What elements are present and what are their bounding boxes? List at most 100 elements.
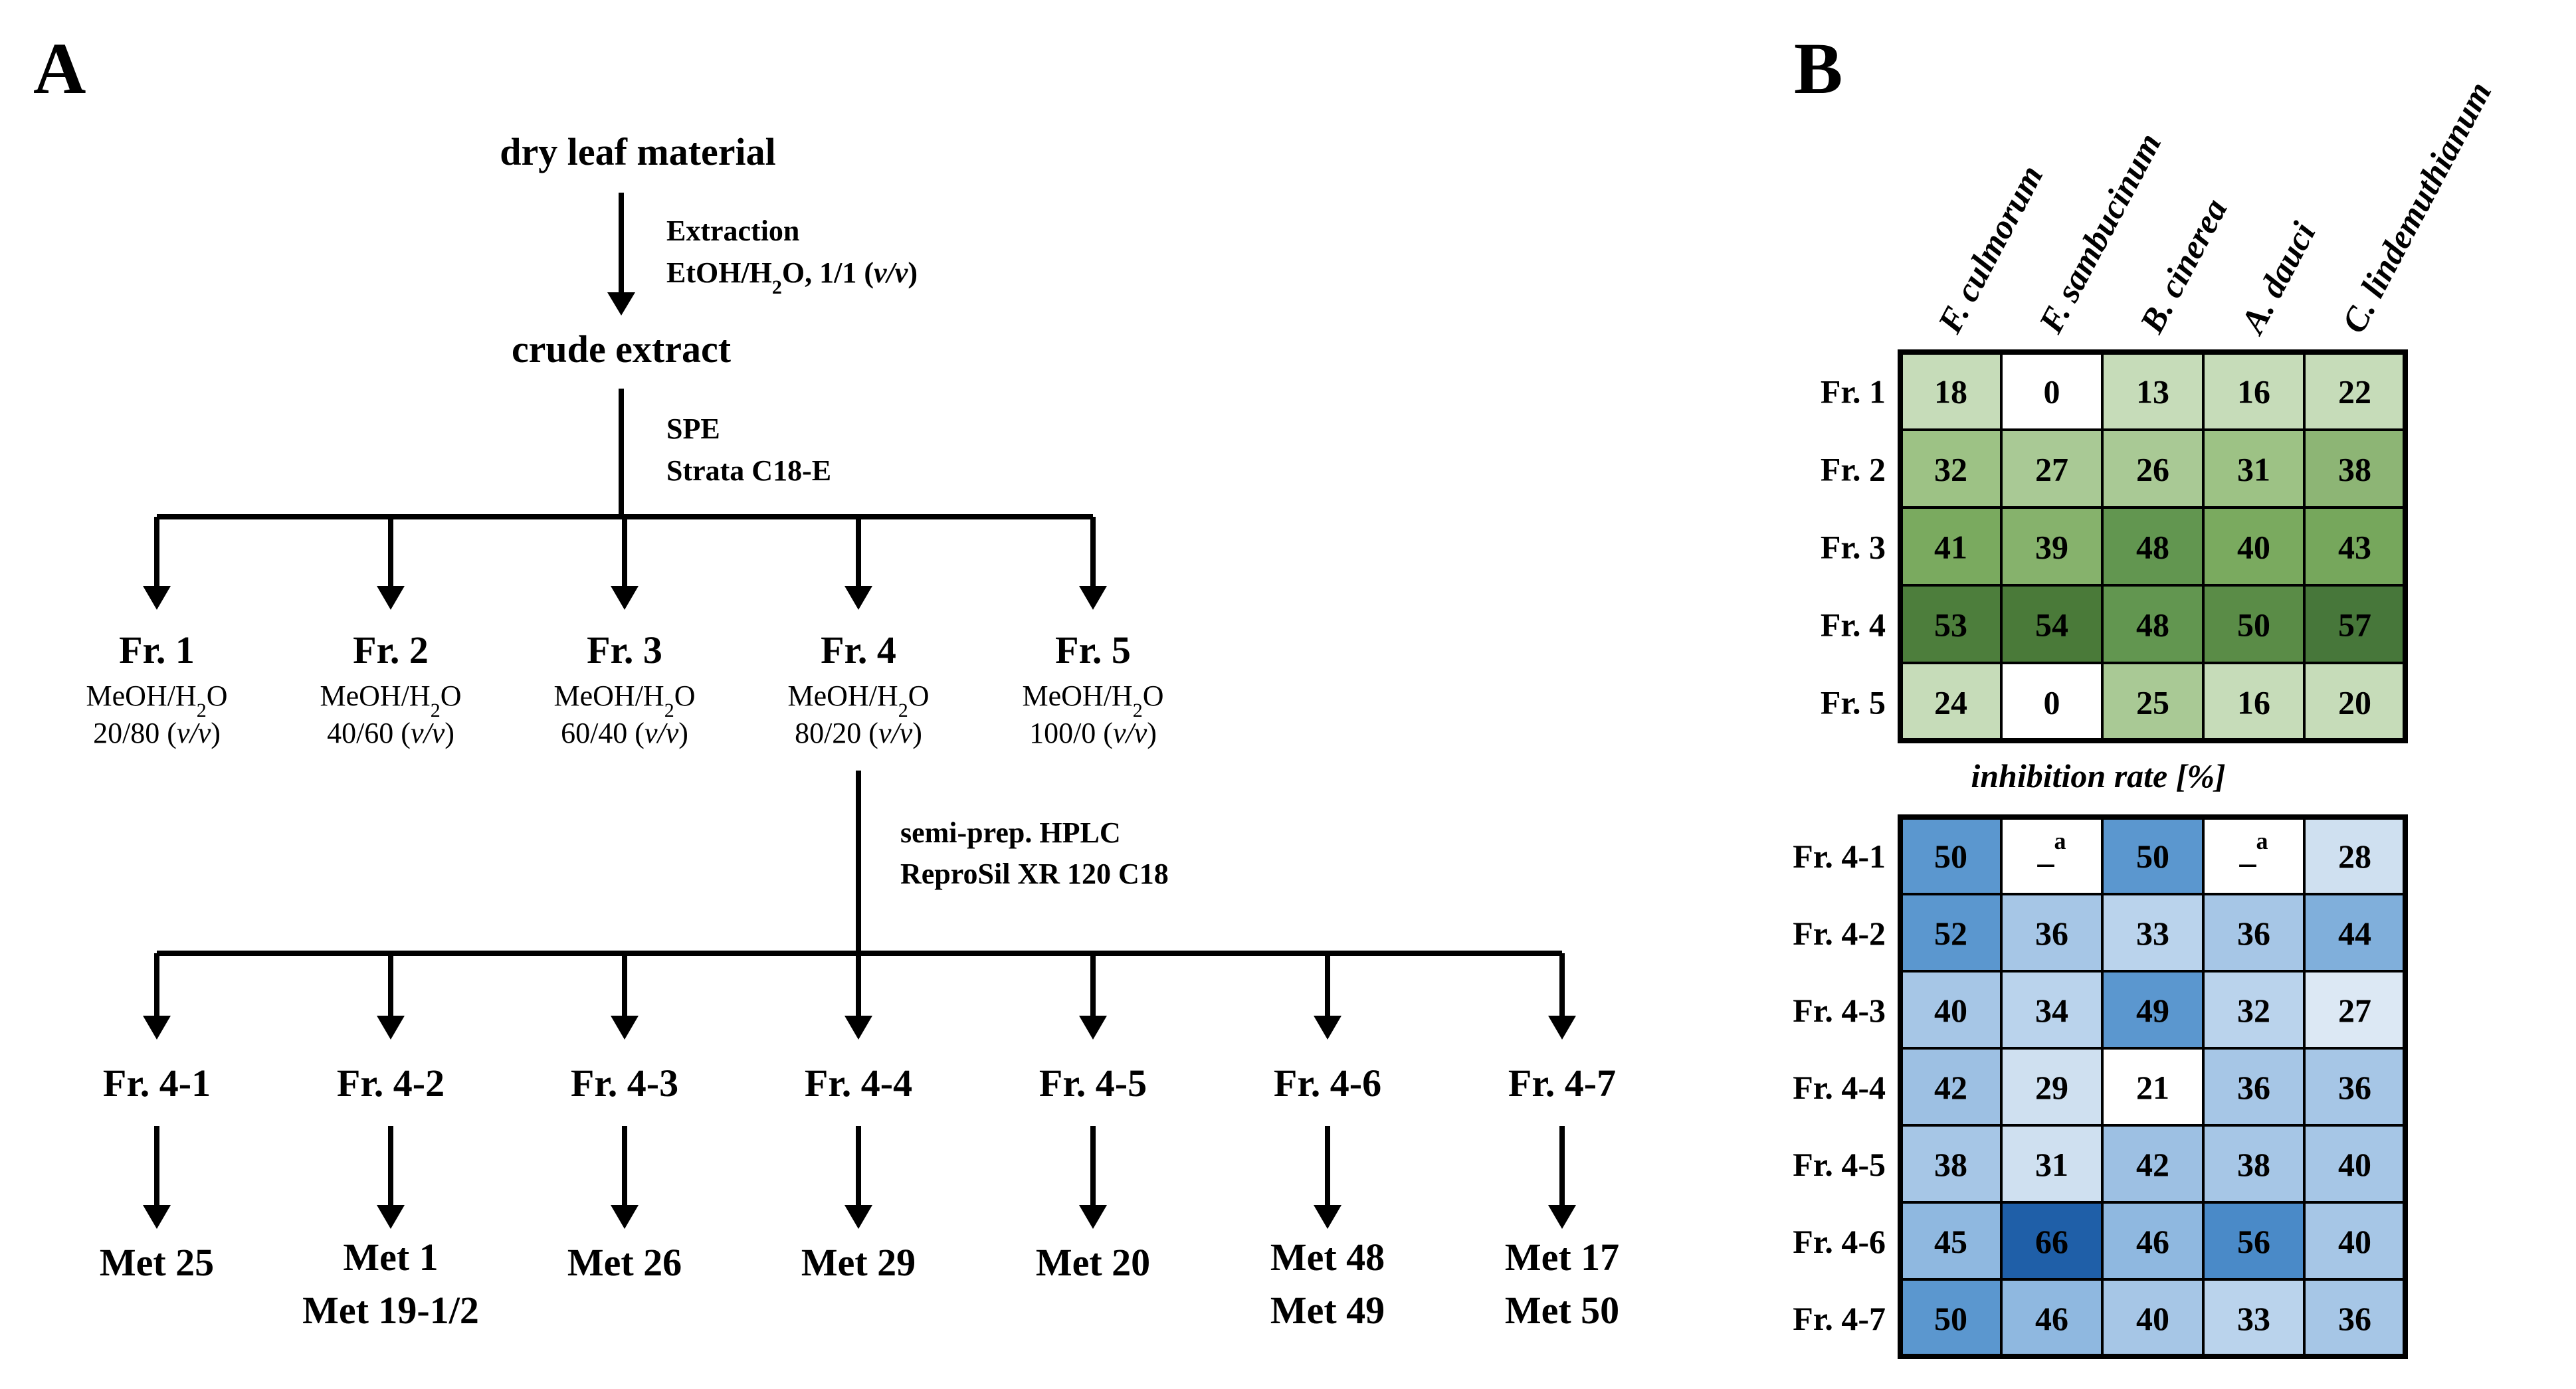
fraction-solvent-pre: MeOH/H [788,680,898,712]
heatmap-cell [2000,1278,2104,1358]
heatmap-value: 57 [2338,606,2371,644]
fraction-name: Fr. 4 [821,628,896,672]
metabolite-label: Met 20 [1036,1241,1150,1284]
heatmap-value: 50 [1934,1300,1967,1337]
heatmap-value: 16 [2237,684,2270,721]
fraction-ratio-close: ) [445,717,454,749]
metabolite-label: Met 48 [1270,1236,1385,1279]
heatmap-cell [2101,506,2205,587]
heatmap-value: 43 [2338,529,2371,566]
column-header: F. culmorum [1931,159,2051,340]
row-label: Fr. 3 [1821,529,1886,566]
fraction-solvent-sub: 2 [197,699,207,721]
fraction-ratio-close: ) [912,717,922,749]
heatmap-value: 31 [2237,451,2270,488]
missing-marker: _a [2239,828,2268,870]
heatmap-value: 38 [2237,1146,2270,1183]
panel-b-label: B [1794,28,1842,109]
fraction-solvent-sub: 2 [664,699,674,721]
row-label: Fr. 4-7 [1793,1300,1886,1337]
fraction-solvent: MeOH/H2O [320,680,462,721]
fraction-solvent-pre: MeOH/H [1023,680,1133,712]
metabolite-label: Met 19-1/2 [302,1289,479,1332]
row-label: Fr. 4-6 [1793,1223,1886,1260]
heatmap-value: 66 [2035,1223,2068,1260]
subfraction-name: Fr. 4-6 [1274,1062,1381,1105]
heatmap-border [1898,814,2408,1359]
heatmap-value: 44 [2338,915,2371,952]
metabolite-arrow-head [844,1205,872,1229]
fraction-ratio: 20/80 (v/v) [93,717,221,749]
heatmap-cell [2000,351,2104,431]
heatmap-value: 49 [2136,992,2169,1029]
heatmap-value: 16 [2237,373,2270,411]
heatmap-cell [2202,506,2306,587]
missing-marker-text: _ [2037,832,2055,870]
subfraction-arrow-head [143,1016,171,1040]
fraction-ratio-unit: v/v [177,717,211,749]
column-header: A. dauci [2233,216,2324,341]
fraction-solvent-end: O [1143,680,1164,712]
heatmap-cell [2202,816,2306,895]
heatmap-value: 46 [2035,1300,2068,1337]
heatmap-value: 32 [2237,992,2270,1029]
heatmap-value: 40 [2338,1223,2371,1260]
metabolite-label: Met 29 [801,1241,916,1284]
heatmap-cell [2101,428,2205,509]
heatmap-value: 38 [2338,451,2371,488]
row-label: Fr. 2 [1821,451,1886,488]
heatmap-value: 29 [2035,1069,2068,1106]
metabolite-label: Met 1 [343,1236,438,1279]
extraction-detail: EtOH/H2O, 1/1 (v/v) [666,256,918,298]
heatmap-value: 24 [1934,684,1967,721]
heatmap-value: 36 [2237,915,2270,952]
heatmap-value: 36 [2237,1069,2270,1106]
heatmap-border [1898,349,2408,743]
fraction-ratio-value: 40/60 ( [327,717,411,749]
metabolite-label: Met 25 [100,1241,214,1284]
fraction-solvent: MeOH/H2O [86,680,228,721]
heatmap-value: 33 [2237,1300,2270,1337]
fraction-ratio: 40/60 (v/v) [327,717,454,749]
heatmap-value: 0 [2044,373,2060,411]
fraction-solvent: MeOH/H2O [1023,680,1164,721]
heatmap-value: 28 [2338,838,2371,875]
heatmap-value: 34 [2035,992,2068,1029]
heatmap-value: 40 [2237,529,2270,566]
fraction-ratio-unit: v/v [878,717,913,749]
hplc-detail: ReproSil XR 120 C18 [900,858,1169,890]
heatmap-cell [1899,970,2003,1050]
heatmap-value: 22 [2338,373,2371,411]
fraction-ratio-unit: v/v [411,717,445,749]
fraction-name: Fr. 2 [353,628,429,672]
metabolite-label: Met 50 [1505,1289,1619,1332]
column-header: B. cinerea [2133,193,2235,339]
heatmap-cell [2101,970,2205,1050]
fraction-ratio-unit: v/v [644,717,679,749]
fraction-ratio: 60/40 (v/v) [561,717,688,749]
heatmap-value: 18 [1934,373,1967,411]
heatmap-cell [2202,584,2306,664]
heatmap-cell [2202,1124,2306,1204]
heatmap-value: 26 [2136,451,2169,488]
row-label: Fr. 4-3 [1793,992,1886,1029]
subfraction-arrow-head [611,1016,639,1040]
fraction-solvent-end: O [207,680,228,712]
fraction-ratio: 100/0 (v/v) [1029,717,1157,749]
fraction-ratio-value: 80/20 ( [795,717,878,749]
heatmap-value: 42 [1934,1069,1967,1106]
start-node: dry leaf material [500,130,776,173]
fraction-ratio-unit: v/v [1113,717,1147,749]
heatmap-cell [2000,662,2104,742]
fraction-solvent-sub: 2 [1133,699,1143,721]
fraction-ratio-close: ) [211,717,221,749]
heatmap-value: 39 [2035,529,2068,566]
subfraction-name: Fr. 4-4 [805,1062,912,1105]
heatmap-cell [2101,816,2205,895]
metabolite-label: Met 26 [567,1241,682,1284]
heatmap-value: 0 [2044,684,2060,721]
